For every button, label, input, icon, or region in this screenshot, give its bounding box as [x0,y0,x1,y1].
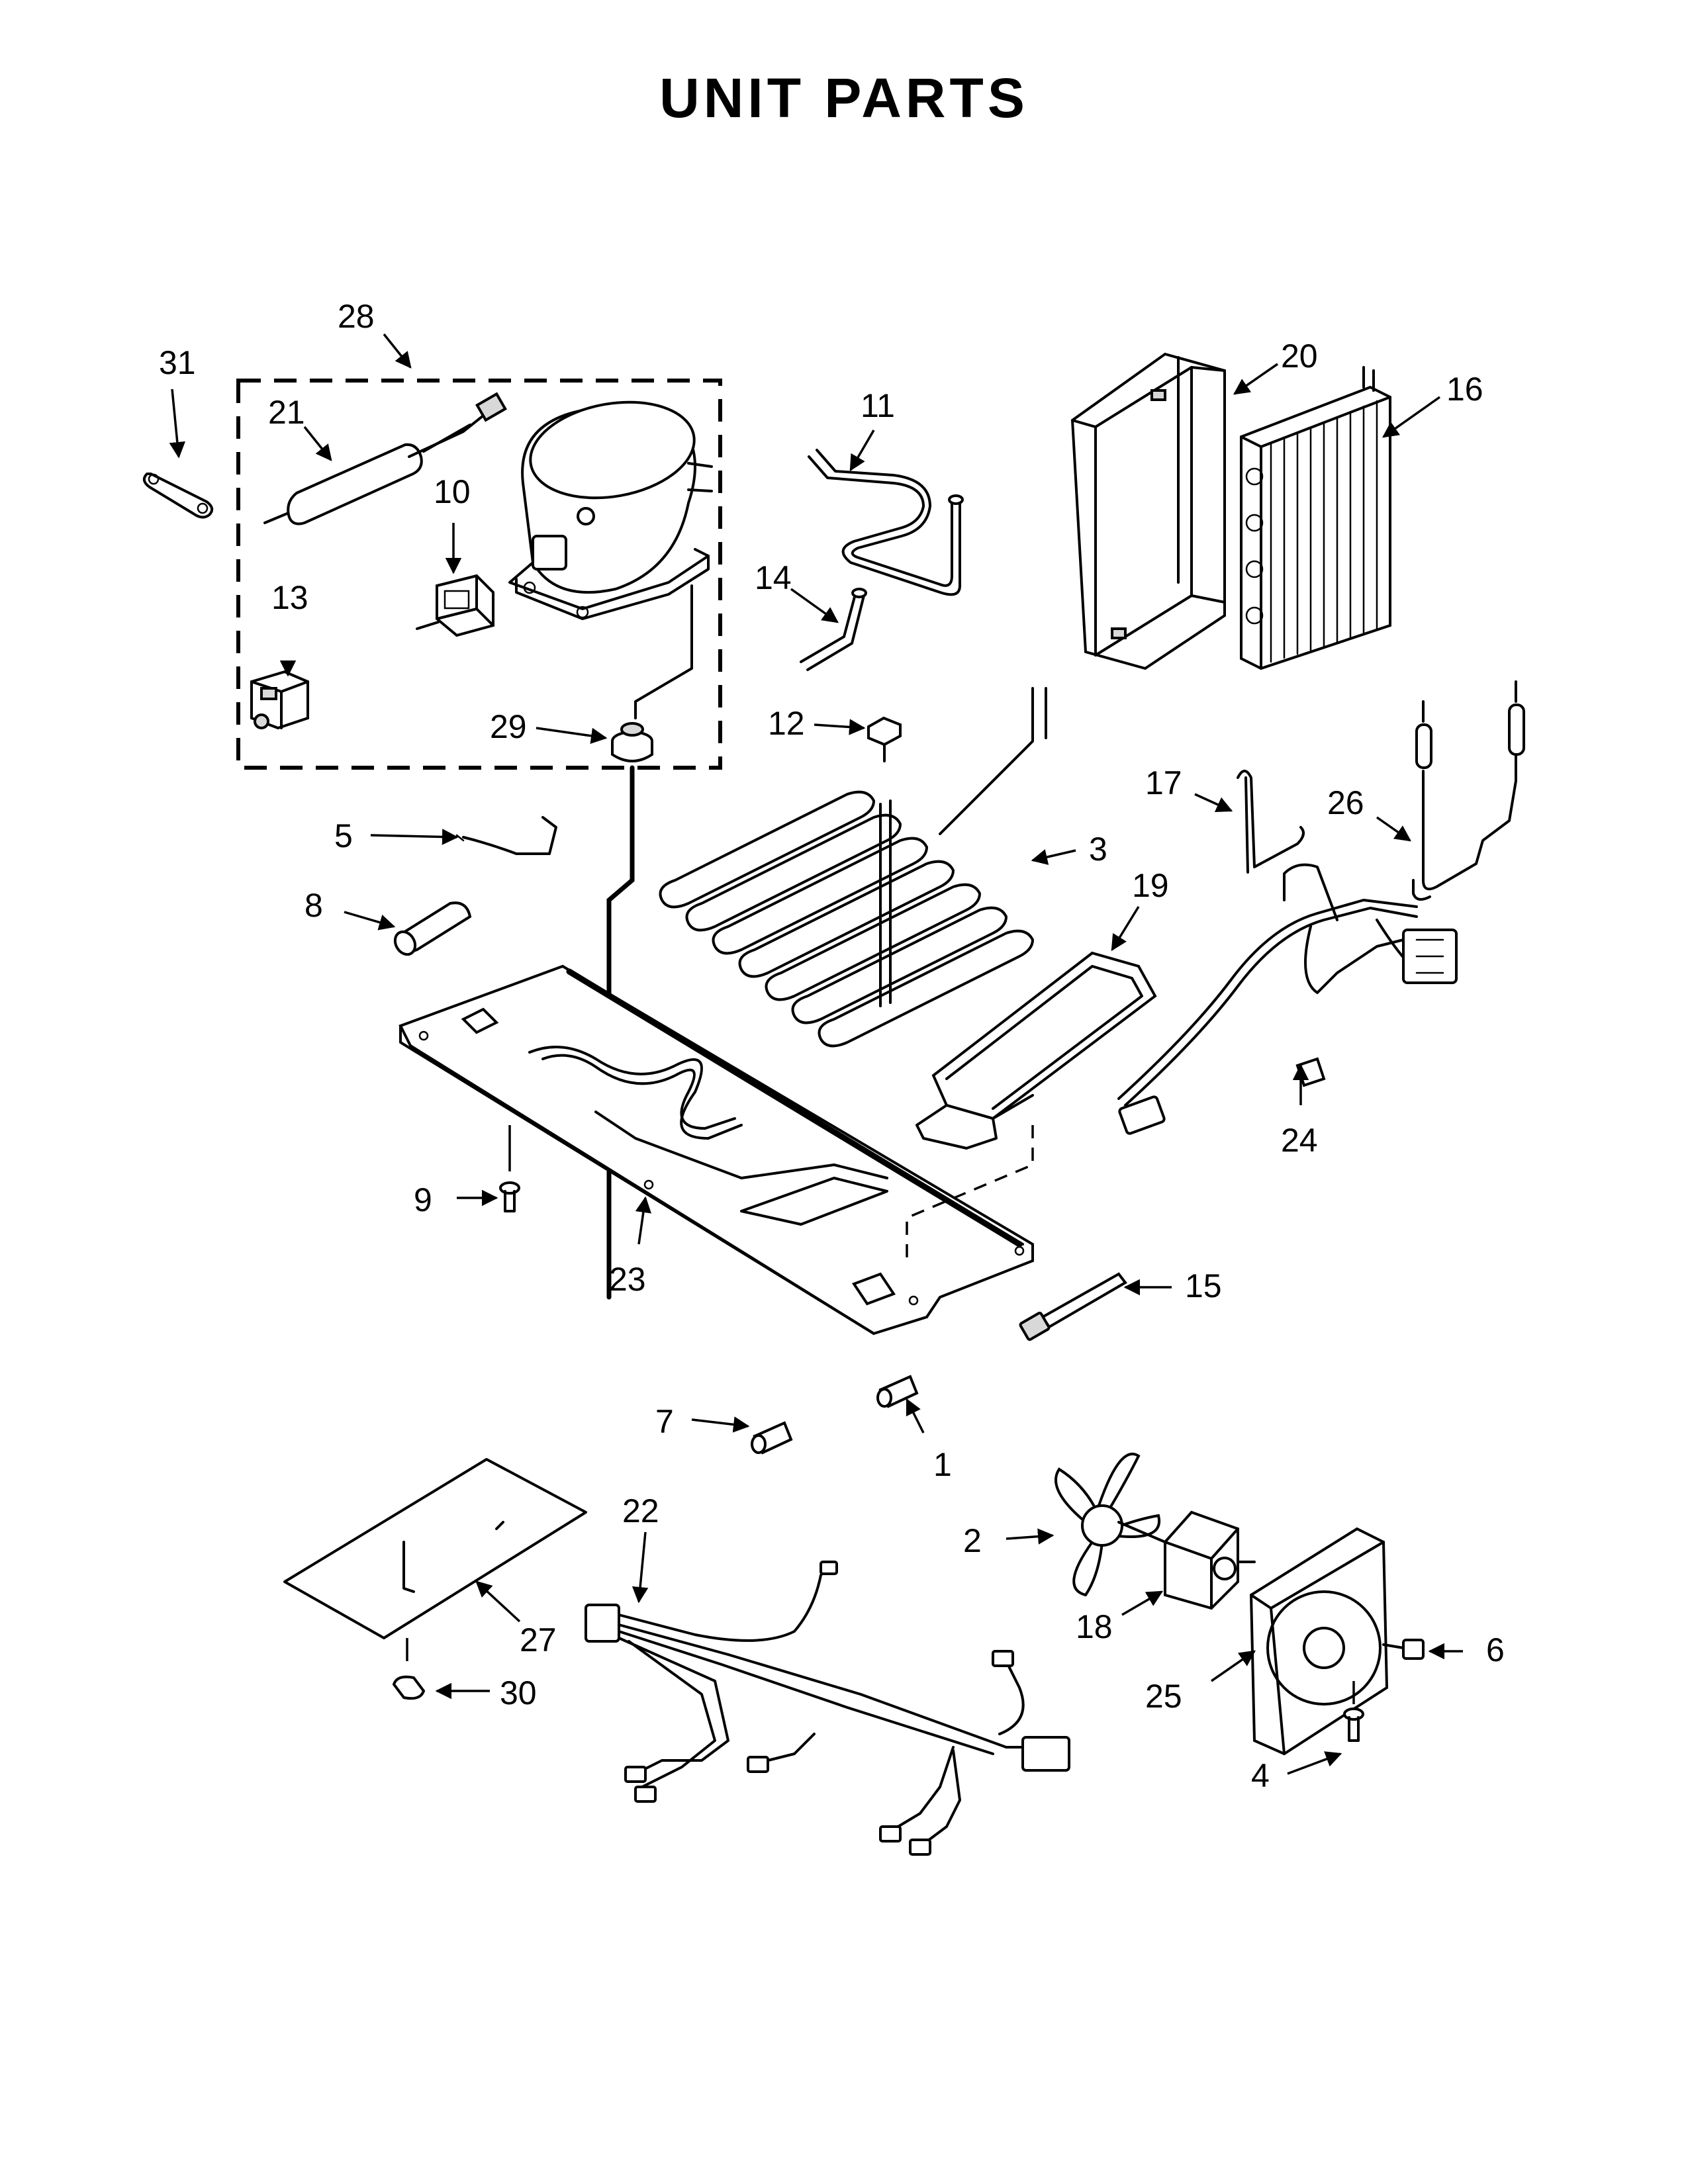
part-1-connector[interactable] [876,1375,919,1408]
part-7-connector[interactable] [751,1421,793,1455]
part-6-screw[interactable] [1382,1639,1425,1660]
callout-21: 21 [268,394,305,431]
callout-10: 10 [434,473,471,510]
callout-26: 26 [1327,784,1364,821]
callout-2: 2 [963,1522,982,1559]
callout-labels: 31 28 21 10 13 29 11 14 12 20 16 3 19 17… [159,298,1505,1794]
callout-8: 8 [305,887,323,924]
part-11-tube[interactable] [808,449,964,596]
callout-13: 13 [271,579,308,616]
callout-3: 3 [1089,831,1107,868]
part-2-fan-blade[interactable] [1055,1452,1166,1597]
part-3-condenser[interactable] [659,687,1047,1048]
part-15-cable-tie[interactable] [1019,1272,1127,1342]
part-8-tube[interactable] [391,901,472,958]
part-16-evaporator[interactable] [1240,366,1391,670]
page-title: UNIT PARTS [659,67,1029,129]
part-22-wire-harness[interactable] [585,1561,1070,1856]
part-18-fan-motor[interactable] [1164,1510,1256,1610]
callout-24: 24 [1281,1122,1318,1159]
callout-29: 29 [490,708,527,745]
leader-lines [169,333,1463,1775]
callout-14: 14 [755,559,792,596]
callout-17: 17 [1145,764,1182,801]
part-26-capillary[interactable] [1412,680,1525,901]
compressor-kit-boundary [236,379,722,770]
part-24-wire-harness[interactable] [1117,863,1458,1135]
compressor[interactable] [508,390,713,620]
part-29-grommet[interactable] [611,584,693,762]
part-5-wire[interactable] [455,816,557,855]
part-25-fan-shroud[interactable] [1249,1527,1389,1756]
part-13-overload[interactable] [250,670,309,730]
part-14-tube[interactable] [800,588,867,671]
part-30-clip[interactable] [392,1675,426,1700]
callout-25: 25 [1145,1678,1182,1715]
part-21-drier[interactable] [263,392,507,525]
callout-11: 11 [861,387,895,424]
part-12-clip[interactable] [867,716,902,762]
callout-16: 16 [1446,371,1483,408]
callout-28: 28 [338,298,375,335]
callout-18: 18 [1076,1608,1113,1645]
callout-27: 27 [520,1621,557,1659]
callout-5: 5 [334,817,353,854]
part-10-relay[interactable] [416,574,494,637]
part-4-screw[interactable] [1343,1681,1364,1742]
callout-30: 30 [500,1674,537,1711]
callout-7: 7 [655,1403,674,1440]
callout-20: 20 [1281,338,1318,375]
part-31-link-bar[interactable] [142,473,214,519]
callout-15: 15 [1185,1267,1222,1304]
callout-1: 1 [933,1446,952,1483]
callout-9: 9 [414,1181,432,1218]
part-20-evaporator-cover[interactable] [1070,352,1226,670]
callout-19: 19 [1132,867,1169,904]
part-9-screw[interactable] [499,1181,520,1212]
callout-4: 4 [1251,1757,1270,1794]
part-23-base-plate[interactable] [399,964,1034,1336]
callout-12: 12 [768,705,805,742]
part-27-insulation[interactable] [283,1458,587,1639]
callout-31: 31 [159,344,196,381]
part-19-drain-pan[interactable] [915,951,1157,1150]
part-17-bracket[interactable] [1237,770,1305,874]
callout-23: 23 [609,1261,646,1298]
callout-6: 6 [1486,1631,1505,1668]
callout-22: 22 [622,1492,659,1529]
